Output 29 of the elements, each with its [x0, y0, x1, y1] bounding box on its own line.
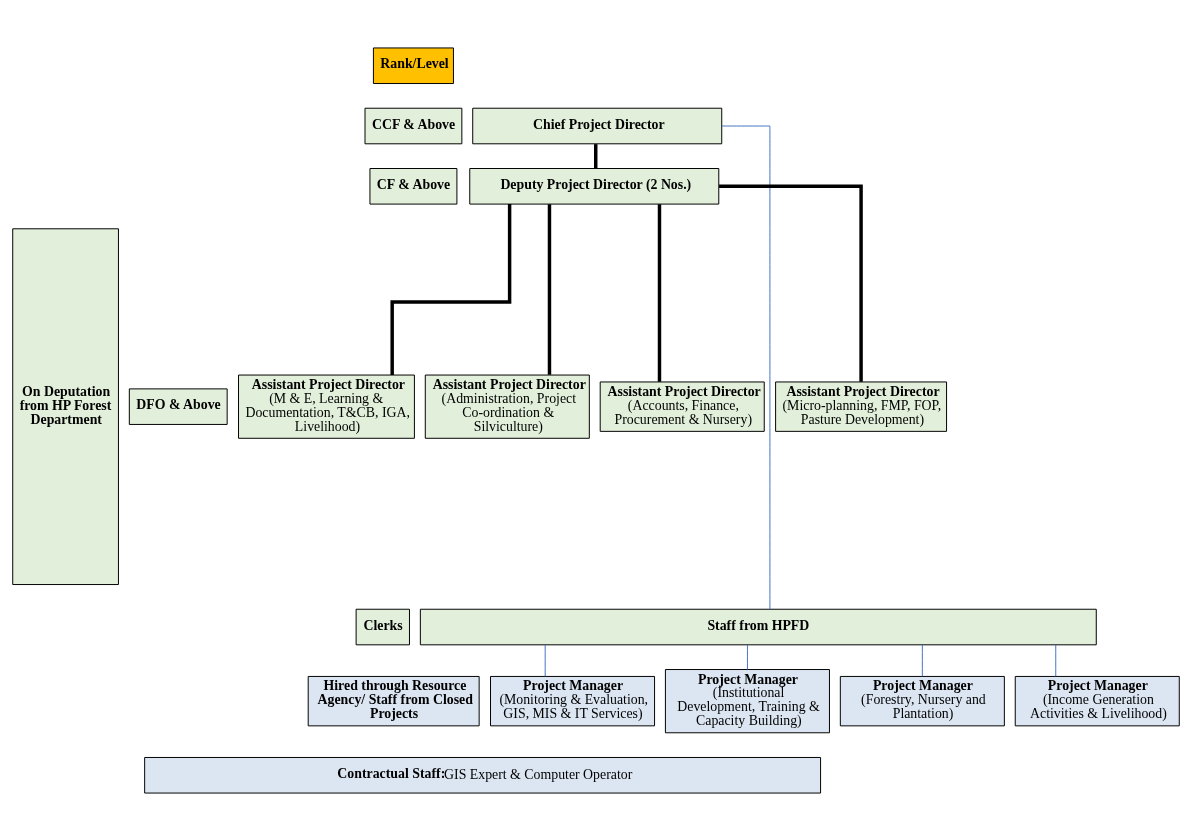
- node-box: Hired through Resource Agency/ Staff from Closed Projects: [307, 675, 480, 726]
- node-box: Staff from HPFD: [419, 608, 1097, 645]
- connector: [544, 644, 546, 677]
- node-box: CF & Above: [369, 167, 458, 205]
- node-box: Deputy Project Director (2 Nos.): [469, 167, 720, 205]
- connector: [547, 203, 552, 375]
- connector: [1055, 644, 1057, 677]
- node-box: Project Manager (Forestry, Nursery and Plantation): [839, 675, 1005, 726]
- connector: [721, 125, 771, 610]
- node-box: Project Manager (Income Generation Activities & Livelihood): [1014, 675, 1180, 726]
- connector: [921, 644, 923, 677]
- connector: [594, 143, 598, 168]
- node-box: DFO & Above: [128, 387, 228, 425]
- connector: [746, 644, 748, 670]
- node-box: Contractual Staff:GIS Expert & Computer Operator: [144, 756, 822, 794]
- node-box: Rank/Level: [372, 46, 454, 84]
- node-box: Assistant Project Director (Administration, Project Co-ordination & Silviculture): [424, 374, 590, 439]
- node-box: Project Manager (Institutional Development, Training & Capacity Building): [664, 668, 830, 733]
- connector: [657, 203, 662, 382]
- node-box: Assistant Project Director (Micro-planning, FMP, FOP, Pasture Development): [775, 380, 948, 432]
- connector: [719, 184, 863, 382]
- node-box: Assistant Project Director (M & E, Learning & Documentation, T&CB, IGA, Livelihood): [238, 374, 415, 439]
- node-box: Chief Project Director: [472, 107, 723, 144]
- node-box: On Deputation from HP Forest Department: [12, 227, 119, 585]
- node-box: Clerks: [355, 608, 410, 645]
- node-box: Assistant Project Director (Accounts, Finance, Procurement & Nursery): [599, 380, 765, 432]
- node-box: Project Manager (Monitoring & Evaluation, GIS, MIS & IT Services): [490, 675, 656, 726]
- connector: [390, 203, 512, 375]
- node-box: CCF & Above: [364, 107, 463, 144]
